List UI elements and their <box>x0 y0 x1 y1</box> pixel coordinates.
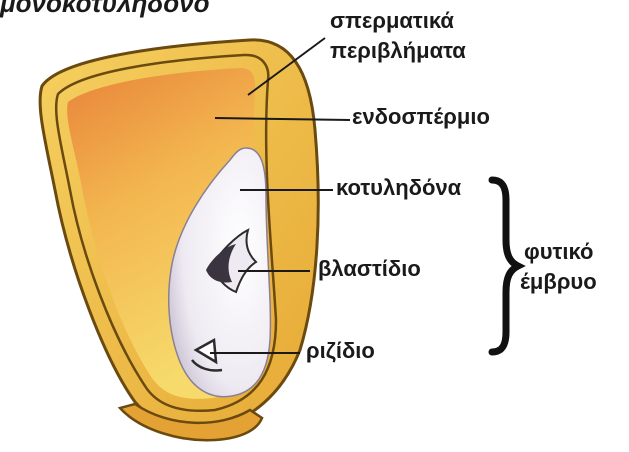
endosperm-label: ενδοσπέρμιο <box>352 104 490 130</box>
embryo-brace <box>492 180 518 352</box>
embryo-label-line2: έμβρυο <box>520 269 597 295</box>
cotyledon-label: κοτυληδόνα <box>336 175 461 201</box>
seed-coat-label-line1: σπερματικά <box>330 8 454 34</box>
plumule-label: βλαστίδιο <box>318 256 421 282</box>
embryo-label-line1: φυτικό <box>524 239 593 265</box>
seed-coat-label-line2: περιβλήματα <box>330 38 466 64</box>
radicle-label: ριζίδιο <box>306 338 375 364</box>
